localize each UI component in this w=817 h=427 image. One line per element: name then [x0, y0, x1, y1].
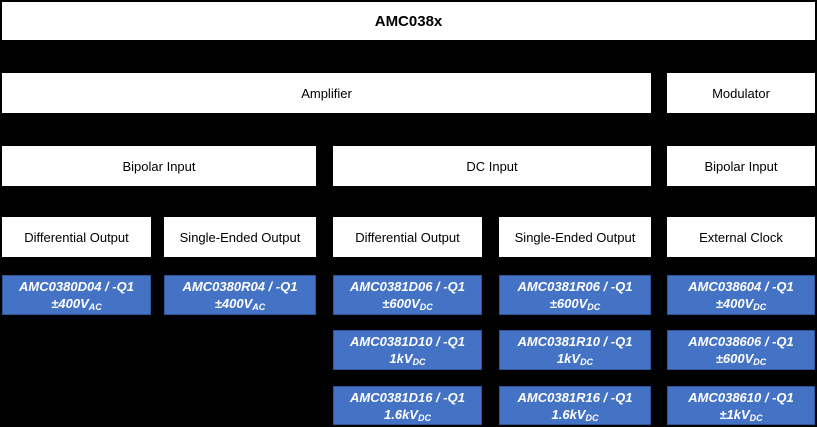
node-single-ended-output-bipolar: Single-Ended Output	[164, 217, 316, 257]
part-node-amc0380d04: AMC0380D04 / -Q1 ±400VAC	[2, 275, 151, 315]
part-node-amc038604: AMC038604 / -Q1 ±400VDC	[667, 275, 815, 315]
part-node-amc0381d06: AMC0381D06 / -Q1 ±600VDC	[333, 275, 482, 315]
part-number: AMC038604 / -Q1	[688, 279, 794, 294]
voltage-value: ±400V	[214, 296, 253, 311]
voltage-value: ±600V	[549, 296, 588, 311]
node-amplifier: Amplifier	[2, 73, 651, 113]
part-voltage-rating: ±400VDC	[716, 295, 767, 312]
node-external-clock: External Clock	[667, 217, 815, 257]
part-number: AMC0381D10 / -Q1	[350, 334, 465, 349]
part-number: AMC0381R16 / -Q1	[517, 389, 633, 405]
voltage-value: ±600V	[382, 296, 420, 311]
node-single-ended-output-dc: Single-Ended Output	[499, 217, 651, 257]
part-node-amc0381r06: AMC0381R06 / -Q1 ±600VDC	[499, 275, 651, 315]
voltage-subscript: DC	[585, 412, 599, 423]
part-voltage-rating: 1kVDC	[557, 350, 593, 367]
voltage-subscript: DC	[753, 357, 767, 367]
part-number: AMC0381D06 / -Q1	[350, 279, 465, 294]
part-node-amc0381d16: AMC0381D16 / -Q1 1.6kVDC	[333, 386, 482, 425]
part-node-amc0381r16: AMC0381R16 / -Q1 1.6kVDC	[499, 386, 651, 425]
node-differential-output-dc: Differential Output	[333, 217, 482, 257]
voltage-subscript: DC	[412, 357, 426, 367]
part-node-amc038606: AMC038606 / -Q1 ±600VDC	[667, 330, 815, 370]
voltage-subscript: DC	[753, 302, 767, 312]
node-modulator: Modulator	[667, 73, 815, 113]
part-voltage-rating: 1kVDC	[389, 350, 425, 367]
node-dc-input: DC Input	[333, 146, 651, 186]
part-number: AMC038606 / -Q1	[688, 334, 794, 349]
node-bipolar-input-amplifier: Bipolar Input	[2, 146, 316, 186]
voltage-value: ±400V	[51, 296, 89, 311]
node-differential-output-bipolar: Differential Output	[2, 217, 151, 257]
voltage-value: 1.6kV	[551, 406, 586, 422]
voltage-value: 1kV	[556, 351, 581, 366]
part-number: AMC0381R10 / -Q1	[517, 334, 633, 349]
part-voltage-rating: ±600VDC	[716, 350, 767, 367]
voltage-value: 1.6kV	[384, 406, 418, 422]
part-voltage-rating: 1.6kVDC	[384, 406, 431, 423]
voltage-subscript: DC	[587, 302, 601, 312]
node-bipolar-input-modulator: Bipolar Input	[667, 146, 815, 186]
voltage-value: ±400V	[715, 296, 754, 311]
part-voltage-rating: ±600VDC	[550, 295, 601, 312]
voltage-subscript: DC	[417, 412, 431, 423]
part-number: AMC0381R06 / -Q1	[517, 279, 633, 294]
voltage-subscript: DC	[580, 357, 594, 367]
voltage-subscript: DC	[419, 302, 433, 312]
part-voltage-rating: 1.6kVDC	[552, 406, 599, 423]
voltage-value: 1kV	[389, 351, 413, 366]
part-number: AMC0380R04 / -Q1	[182, 279, 298, 294]
part-voltage-rating: ±600VDC	[382, 295, 433, 312]
part-voltage-rating: ±1kVDC	[719, 406, 762, 423]
part-voltage-rating: ±400VAC	[215, 295, 266, 312]
part-node-amc0381d10: AMC0381D10 / -Q1 1kVDC	[333, 330, 482, 370]
part-number: AMC0380D04 / -Q1	[19, 279, 134, 294]
part-number: AMC038610 / -Q1	[688, 389, 794, 405]
part-node-amc0381r10: AMC0381R10 / -Q1 1kVDC	[499, 330, 651, 370]
part-number: AMC0381D16 / -Q1	[350, 389, 465, 405]
part-node-amc038610: AMC038610 / -Q1 ±1kVDC	[667, 386, 815, 425]
voltage-subscript: AC	[88, 302, 102, 312]
voltage-subscript: AC	[252, 302, 266, 312]
part-node-amc0380r04: AMC0380R04 / -Q1 ±400VAC	[164, 275, 316, 315]
root-node-amc038x: AMC038x	[2, 2, 815, 40]
voltage-value: ±1kV	[719, 406, 750, 422]
voltage-subscript: DC	[749, 412, 763, 423]
part-voltage-rating: ±400VAC	[51, 295, 102, 312]
voltage-value: ±600V	[715, 351, 754, 366]
